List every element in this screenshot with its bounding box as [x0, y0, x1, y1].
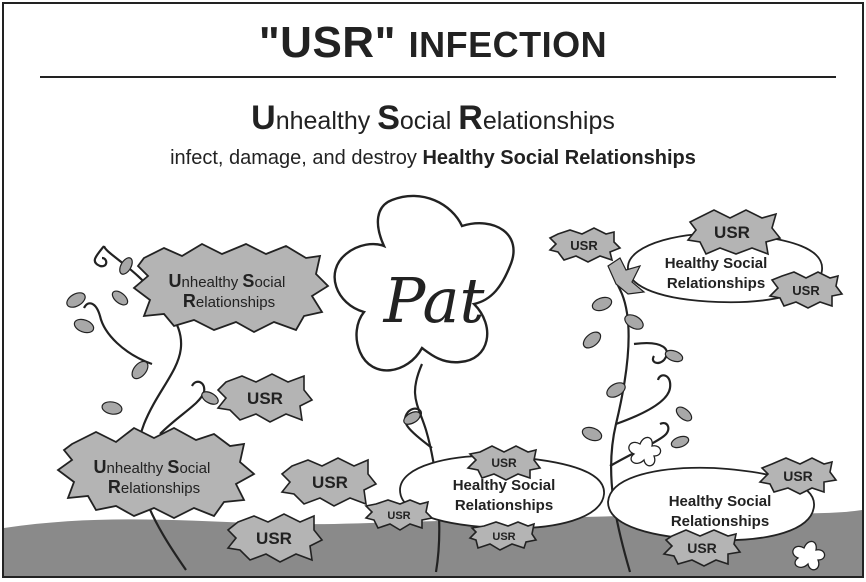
small-white-flower: [628, 436, 662, 467]
cloud-u: U: [169, 271, 182, 291]
usr-label: USR: [312, 473, 348, 492]
healthy-oval-right-label-1: Healthy Social: [669, 493, 772, 510]
subtitle-s-rest: ocial: [399, 107, 459, 135]
healthy-oval-middle-label-2: Relationships: [455, 497, 553, 514]
leaf: [624, 314, 644, 330]
cloud-elationships: elationships: [121, 480, 200, 497]
left-vine-spiral-top: [93, 245, 108, 268]
leaf: [101, 401, 123, 415]
healthy-oval-top-label-2: Relationships: [667, 275, 765, 292]
usr-burst: [548, 227, 622, 263]
leaf: [73, 318, 95, 334]
title-divider: [40, 76, 836, 78]
usr-bursts: [216, 209, 844, 567]
right-vine-branch: [615, 374, 672, 426]
healthy-oval-middle-label-1: Healthy Social: [453, 477, 556, 494]
leaf: [201, 391, 219, 405]
center-flower-stem: [413, 363, 441, 573]
healthy-oval-middle: [399, 454, 605, 530]
cloud-s: S: [167, 457, 179, 477]
damage-patch: [607, 257, 646, 295]
vine-leaves: [66, 257, 693, 449]
leaf: [403, 411, 421, 425]
caption-bold: Healthy Social Relationships: [422, 147, 696, 169]
cloud-nhealthy: nhealthy: [182, 274, 243, 291]
cloud-ocial: ocial: [254, 274, 285, 291]
leaf: [582, 331, 602, 349]
flower-name: Pat: [383, 264, 485, 337]
usr-burst: [216, 373, 314, 423]
cloud-r: R: [108, 477, 121, 497]
right-vine-lower-curl: [609, 422, 670, 467]
unhealthy-cloud-top-label: Unhealthy Social Relationships: [169, 271, 290, 311]
leaf: [664, 349, 684, 363]
subtitle-u: U: [251, 99, 276, 137]
illustration-art: Pat Unhealthy Social Relationships Unhea…: [4, 194, 862, 576]
subtitle-u-rest: nhealthy: [275, 107, 378, 135]
usr-label: USR: [247, 389, 283, 408]
leaf: [675, 406, 693, 422]
healthy-oval-right-label-2: Relationships: [671, 513, 769, 530]
usr-burst: [758, 457, 838, 495]
cloud-s: S: [242, 271, 254, 291]
usr-burst: [768, 271, 844, 309]
usr-label: USR: [714, 223, 750, 242]
unhealthy-cloud-top: [132, 242, 330, 334]
usr-label: USR: [492, 531, 515, 543]
caption-plain: infect, damage, and destroy: [170, 147, 423, 169]
subtitle-r-rest: elationships: [482, 107, 615, 135]
usr-label: USR: [570, 238, 598, 253]
cloud-ocial: ocial: [179, 460, 210, 477]
healthy-oval-right: [607, 466, 815, 542]
leaf: [581, 426, 603, 442]
usr-label: USR: [792, 283, 820, 298]
subtitle: Unhealthy Social Relationships: [4, 99, 862, 138]
usr-label: USR: [783, 468, 813, 484]
usr-label: USR: [687, 540, 717, 556]
cloud-u: U: [94, 457, 107, 477]
unhealthy-cloud-bottom-label: Unhealthy Social Relationships: [94, 457, 215, 497]
left-vine-branch-2: [159, 380, 206, 435]
pat-flower: [333, 194, 515, 372]
cloud-r: R: [183, 291, 196, 311]
leaf: [111, 290, 129, 306]
title-quoted: "USR": [258, 18, 396, 67]
center-stem-curl: [403, 407, 433, 449]
leaf: [606, 382, 626, 398]
usr-burst: [280, 457, 378, 507]
usr-burst: [468, 521, 538, 551]
caption: infect, damage, and destroy Healthy Soci…: [4, 147, 862, 170]
subtitle-r: R: [458, 99, 483, 137]
small-white-flower-2: [792, 540, 826, 571]
usr-burst: [686, 209, 782, 256]
unhealthy-cloud-bottom: [56, 426, 256, 520]
page-title: "USR" INFECTION: [4, 18, 862, 68]
leaf: [119, 257, 133, 275]
right-vine-curl: [633, 342, 668, 365]
left-vine-branch: [83, 302, 153, 366]
usr-burst: [466, 445, 542, 481]
leaf: [131, 360, 149, 380]
cloud-nhealthy: nhealthy: [107, 460, 168, 477]
leaf: [670, 435, 690, 449]
usr-label: USR: [387, 510, 410, 522]
cloud-elationships: elationships: [196, 294, 275, 311]
usr-burst: [226, 513, 324, 563]
usr-burst: [662, 529, 742, 567]
usr-label: USR: [491, 456, 517, 470]
usr-label: USR: [256, 529, 292, 548]
leaf: [66, 292, 86, 308]
healthy-ovals: [399, 232, 823, 542]
healthy-oval-top-label-1: Healthy Social: [665, 255, 768, 272]
usr-burst: [364, 499, 434, 531]
subtitle-s: S: [377, 99, 400, 137]
healthy-oval-top: [627, 232, 823, 304]
title-rest: INFECTION: [408, 24, 608, 65]
leaf: [591, 296, 613, 312]
unhealthy-clouds: [56, 242, 330, 520]
